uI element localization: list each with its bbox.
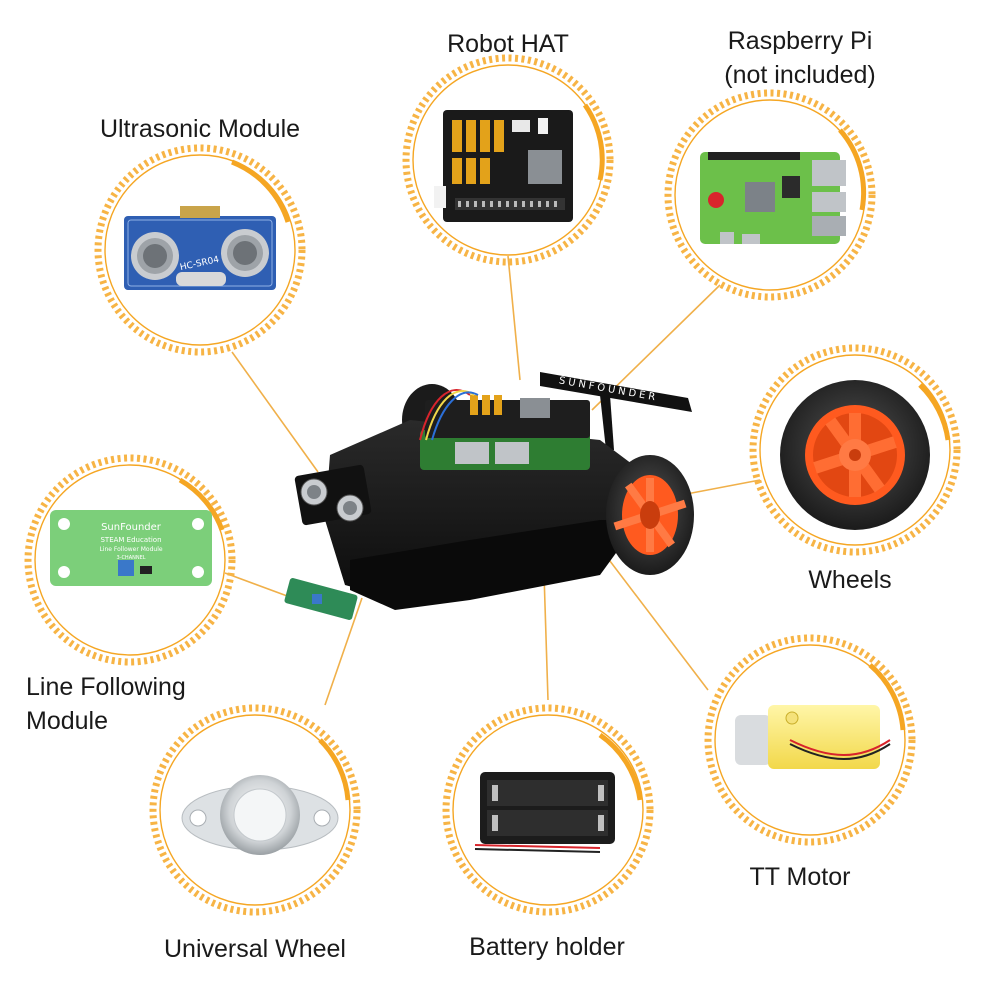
ring-universal-wheel	[149, 704, 361, 916]
label-raspberry-pi-line1: Raspberry Pi	[727, 27, 873, 55]
component-line-following: SunFounder STEAM Education Line Follower…	[24, 454, 236, 666]
raspberry-pi-board-icon	[700, 152, 846, 244]
line-module-name: Line Follower Module	[99, 546, 162, 553]
caster-wheel-icon	[181, 775, 339, 855]
component-tt-motor	[704, 634, 916, 846]
line-module-brand: SunFounder	[101, 522, 162, 533]
connector-ultrasonic	[231, 351, 319, 473]
battery-holder-icon	[474, 772, 615, 853]
label-ultrasonic: Ultrasonic Module	[60, 112, 340, 146]
ring-ultrasonic	[94, 144, 306, 356]
ring-wheels	[749, 344, 961, 556]
ring-raspberry-pi	[664, 89, 876, 301]
label-tt-motor-line1: TT Motor	[749, 863, 851, 891]
line-module-channels: 3-CHANNEL	[116, 555, 145, 561]
label-line-following-line1: Line Following	[26, 673, 186, 701]
connector-universal-wheel	[324, 597, 363, 706]
component-robot-hat	[402, 54, 614, 266]
ring-tt-motor	[704, 634, 916, 846]
label-universal-wheel: Universal Wheel	[125, 932, 385, 966]
component-wheels	[749, 344, 961, 556]
label-raspberry-pi-line2: (not included)	[724, 61, 876, 89]
line-sensor-board-icon: SunFounder STEAM Education Line Follower…	[50, 510, 212, 586]
ring-robot-hat	[402, 54, 614, 266]
component-raspberry-pi	[664, 89, 876, 301]
tt-motor-icon	[735, 705, 891, 769]
label-ultrasonic-line1: Ultrasonic Module	[99, 115, 301, 143]
label-line-following-line2: Module	[26, 707, 108, 735]
robot-hat-board-icon	[434, 110, 573, 222]
label-line-following: Line Following Module	[26, 670, 256, 738]
connector-robot-hat	[507, 255, 521, 381]
label-battery-holder-line1: Battery holder	[469, 933, 625, 961]
ring-line-following	[24, 454, 236, 666]
component-universal-wheel	[149, 704, 361, 916]
ultrasonic-sensor-icon: HC-SR04	[124, 206, 276, 290]
label-universal-wheel-line1: Universal Wheel	[163, 935, 346, 963]
ring-battery-holder	[442, 704, 654, 916]
label-wheels-line1: Wheels	[808, 566, 892, 594]
wheel-icon	[780, 380, 930, 530]
connector-lines	[224, 255, 761, 706]
component-battery-holder	[442, 704, 654, 916]
label-raspberry-pi: Raspberry Pi (not included)	[680, 24, 920, 92]
label-tt-motor: TT Motor	[720, 860, 880, 894]
label-robot-hat: Robot HAT	[408, 27, 608, 61]
robot-car-icon: SUNFOUNDER	[284, 372, 694, 620]
label-wheels: Wheels	[780, 563, 920, 597]
label-battery-holder: Battery holder	[432, 930, 662, 964]
line-module-subtitle: STEAM Education	[100, 536, 161, 544]
component-ultrasonic: HC-SR04	[94, 144, 306, 356]
label-robot-hat-line1: Robot HAT	[447, 30, 569, 58]
